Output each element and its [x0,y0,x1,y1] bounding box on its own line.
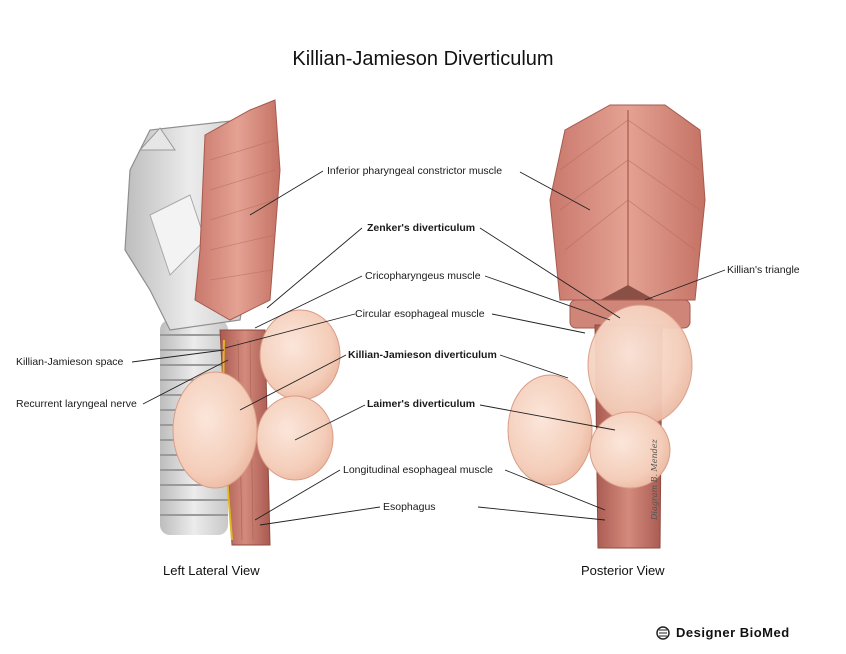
left-lateral-view-drawing [124,99,341,546]
label-recurrent-laryngeal-nerve: Recurrent laryngeal nerve [16,398,137,410]
killian-jamieson-sac-posterior [507,374,593,486]
label-killian-jamieson-diverticulum: Killian-Jamieson diverticulum [348,349,497,361]
laimer-sac-left [256,395,334,481]
label-longitudinal-esophageal: Longitudinal esophageal muscle [343,464,494,476]
caption-left-lateral-view: Left Lateral View [163,563,260,578]
brand-logo: Designer BioMed [656,625,790,640]
label-laimer: Laimer's diverticulum [367,398,476,410]
leader-lines [131,170,726,526]
killian-jamieson-sac-left [172,371,258,489]
artist-signature: Diagram B. Mendez [650,439,659,520]
laimer-sac-posterior [589,411,671,489]
brand-icon [656,625,670,640]
killians-triangle-area [600,285,655,300]
label-esophagus: Esophagus [383,501,436,513]
label-circular-esophageal: Circular esophageal muscle [355,308,485,320]
diagram-title: Killian-Jamieson Diverticulum [292,48,554,70]
label-zenker: Zenker's diverticulum [367,222,476,234]
label-inferior-constrictor: Inferior pharyngeal constrictor muscle [327,165,503,177]
zenker-sac-left [259,309,341,401]
posterior-view-drawing [507,104,706,549]
zenker-sac-posterior [587,304,693,426]
brand-name: Designer BioMed [676,625,790,640]
label-killian-jamieson-space: Killian-Jamieson space [16,356,124,368]
label-cricopharyngeus: Cricopharyngeus muscle [365,270,481,282]
label-killians-triangle: Killian's triangle [727,264,800,276]
inferior-constrictor-muscle-left [194,99,281,321]
caption-posterior-view: Posterior View [581,563,665,578]
